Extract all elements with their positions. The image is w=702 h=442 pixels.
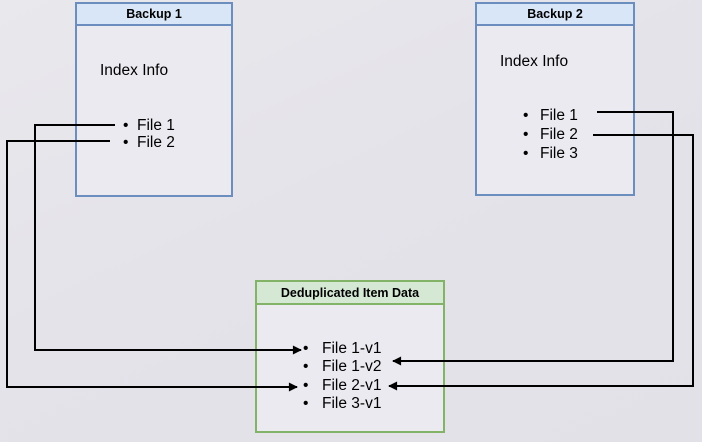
backup2-file-list: File 1 File 2 File 3 bbox=[523, 106, 578, 163]
list-item: File 2 bbox=[523, 125, 578, 144]
list-item: File 2-v1 bbox=[303, 377, 381, 396]
dedup-title: Deduplicated Item Data bbox=[257, 282, 443, 305]
list-item: File 1 bbox=[523, 106, 578, 125]
backup2-title: Backup 2 bbox=[477, 4, 633, 26]
list-item: File 1 bbox=[123, 117, 175, 134]
list-item: File 2 bbox=[123, 134, 175, 151]
backup1-title: Backup 1 bbox=[77, 4, 231, 26]
backup2-index-info-label: Index Info bbox=[500, 53, 569, 70]
list-item: File 3-v1 bbox=[303, 395, 381, 414]
dedup-file-list: File 1-v1 File 1-v2 File 2-v1 File 3-v1 bbox=[303, 340, 381, 413]
backup1-index-info-label: Index Info bbox=[100, 62, 169, 79]
list-item: File 1-v1 bbox=[303, 340, 381, 359]
backup2-box: Backup 2 bbox=[475, 2, 635, 196]
list-item: File 3 bbox=[523, 144, 578, 163]
backup1-file-list: File 1 File 2 bbox=[123, 117, 175, 151]
list-item: File 1-v2 bbox=[303, 358, 381, 377]
backup1-box: Backup 1 bbox=[75, 2, 233, 197]
